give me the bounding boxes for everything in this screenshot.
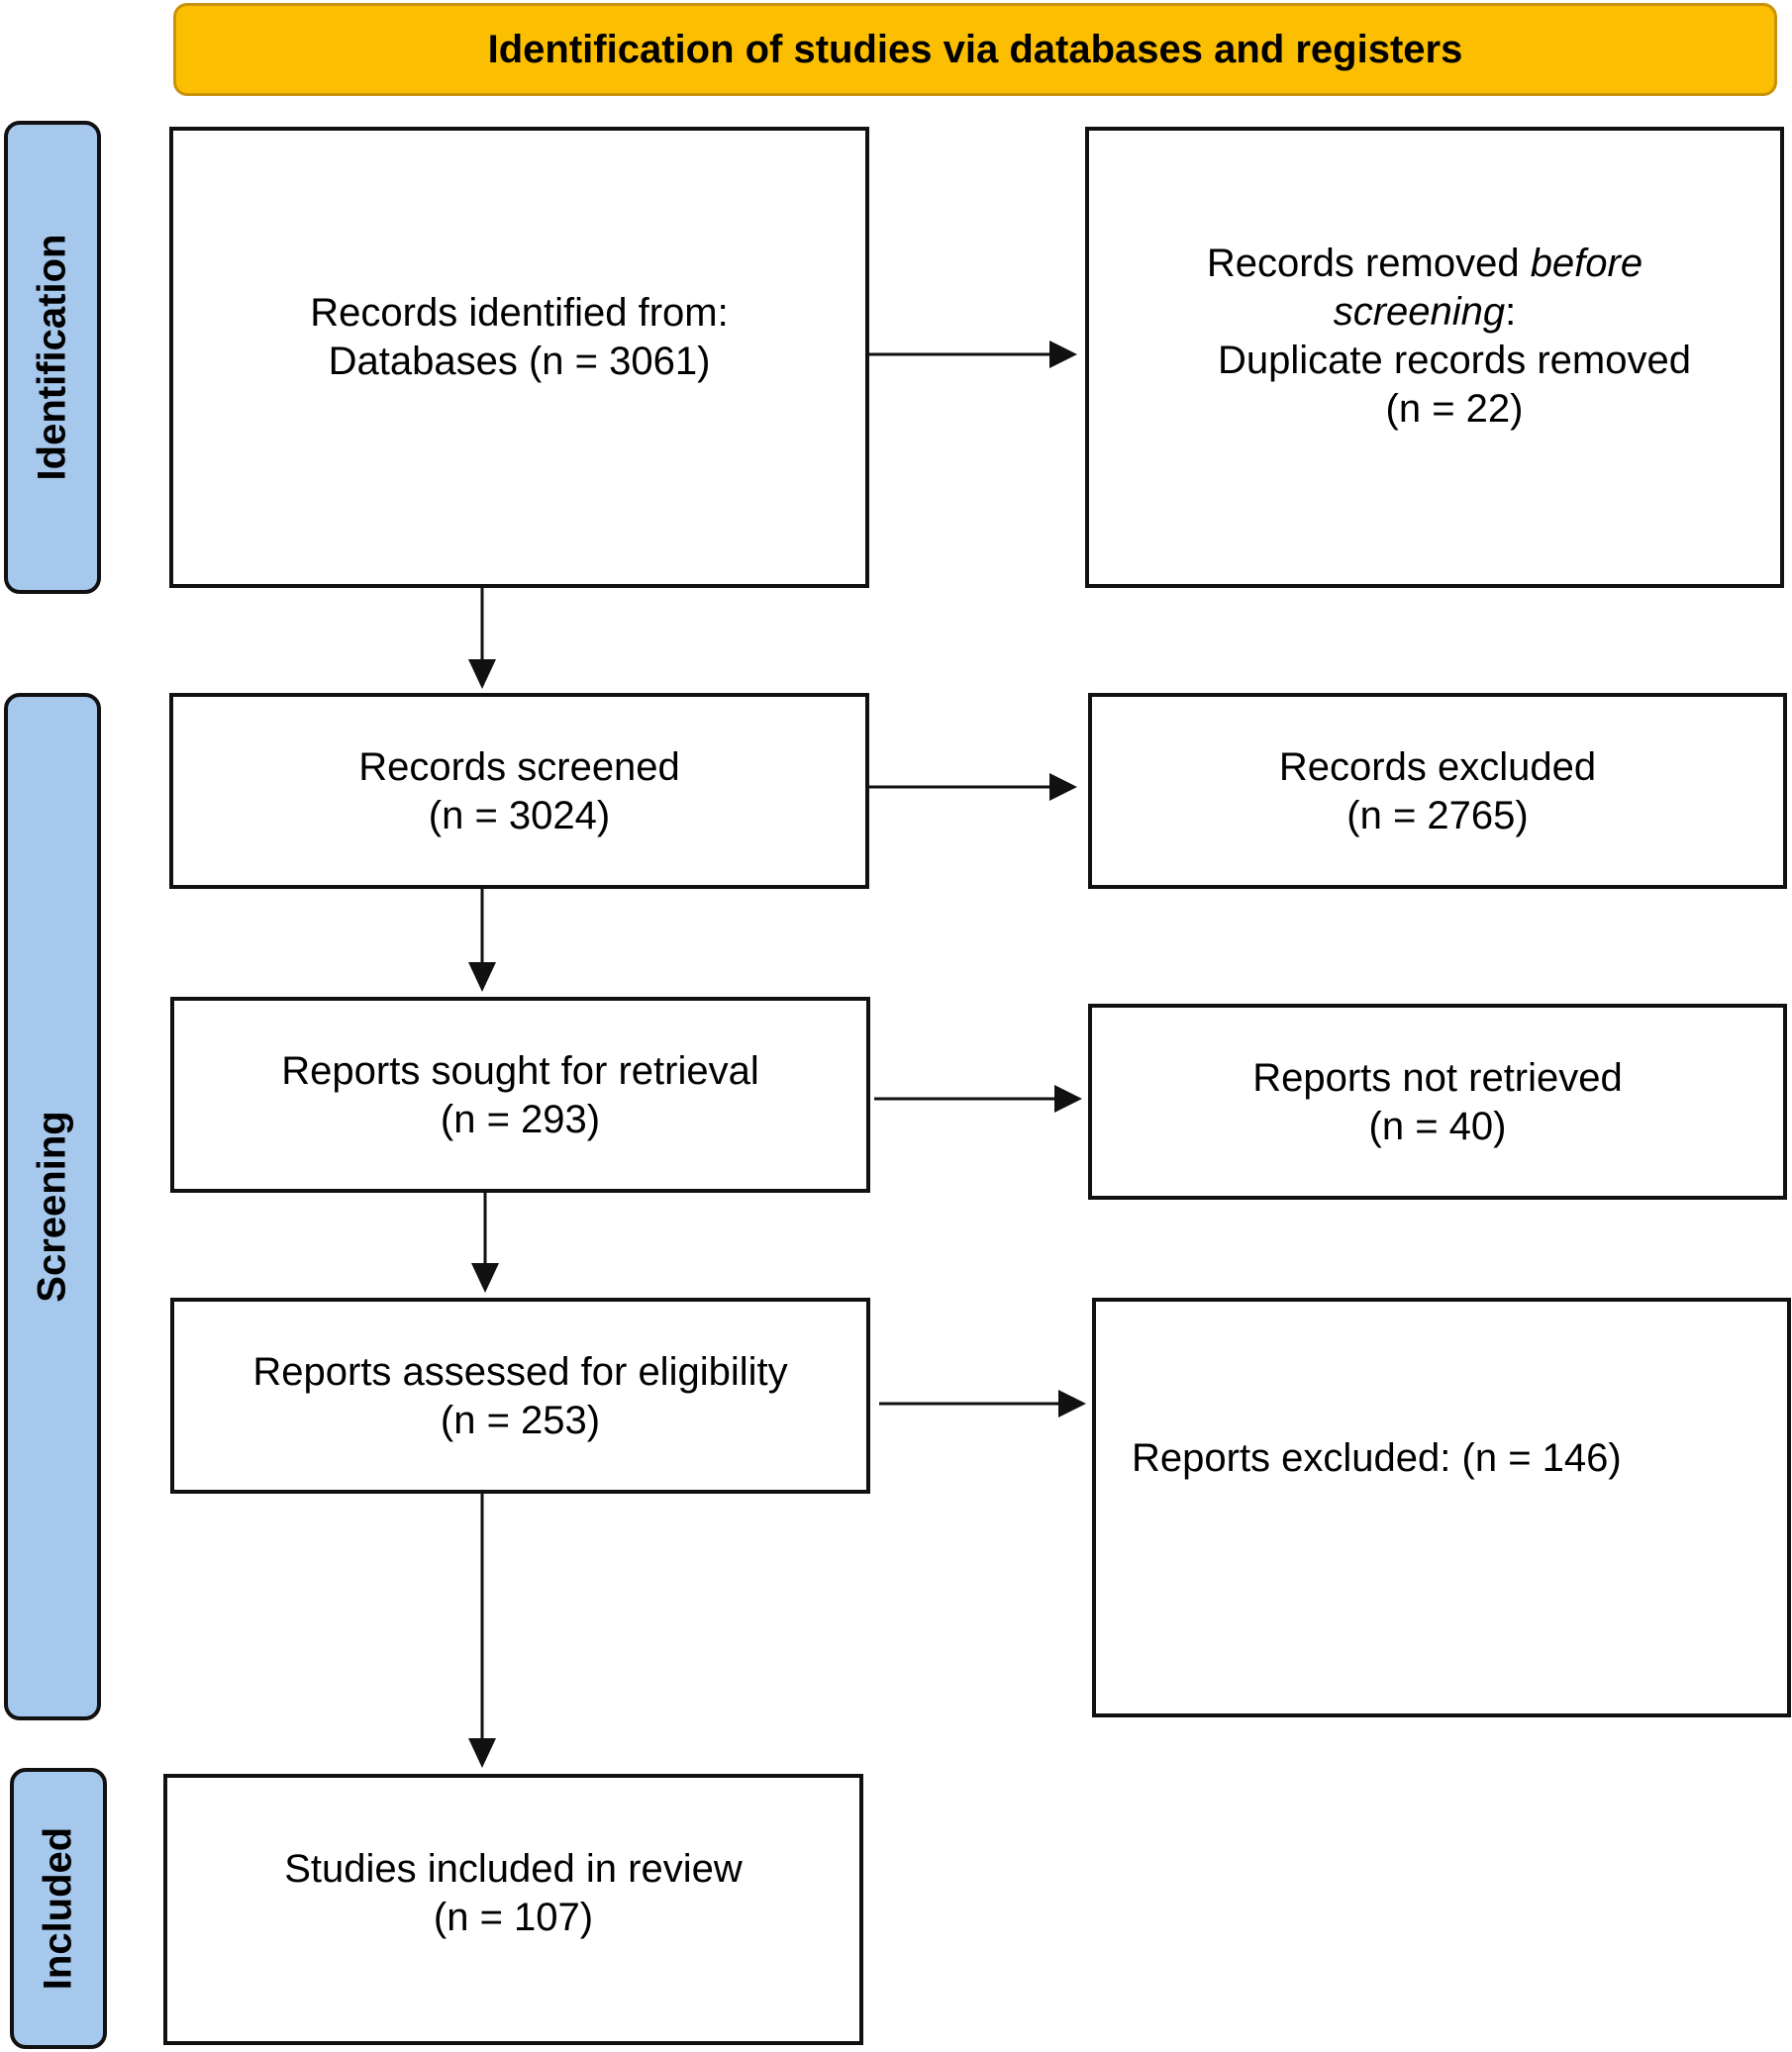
records-screened-box: Records screened (n = 3024)	[169, 693, 869, 889]
reports-not-retrieved-box: Reports not retrieved (n = 40)	[1088, 1004, 1787, 1200]
records-removed-line4: (n = 22)	[1385, 387, 1524, 431]
reports-assessed-line1: Reports assessed for eligibility	[252, 1350, 788, 1394]
phase-identification: Identification	[4, 121, 101, 594]
reports-assessed-box: Reports assessed for eligibility (n = 25…	[170, 1298, 870, 1494]
arrowhead-right	[1049, 341, 1077, 368]
records-removed-box: Records removed before screening: Duplic…	[1085, 127, 1784, 588]
records-removed-line2-italic: screening	[1333, 290, 1506, 334]
header-title: Identification of studies via databases …	[487, 27, 1463, 71]
arrowhead-right	[1058, 1390, 1086, 1417]
reports-sought-line1: Reports sought for retrieval	[281, 1049, 759, 1093]
records-removed-line1: Records removed	[1206, 242, 1531, 285]
reports-not-retrieved-line2: (n = 40)	[1368, 1105, 1507, 1148]
studies-included-line1: Studies included in review	[284, 1847, 743, 1891]
records-removed-line1-italic: before	[1530, 242, 1643, 285]
reports-sought-box: Reports sought for retrieval (n = 293)	[170, 997, 870, 1193]
studies-included-box: Studies included in review (n = 107)	[163, 1774, 863, 2045]
records-removed-line2-suffix: :	[1505, 290, 1517, 334]
arrowhead-right	[1049, 773, 1077, 801]
records-excluded-line1: Records excluded	[1278, 745, 1597, 789]
arrowhead-down	[468, 1738, 496, 1768]
records-excluded-box: Records excluded (n = 2765)	[1088, 693, 1787, 889]
reports-excluded-line1: Reports excluded: (n = 146)	[1132, 1436, 1622, 1480]
records-identified-line1: Records identified from:	[310, 291, 729, 335]
arrow-heads	[468, 341, 1086, 1768]
arrowhead-down	[468, 962, 496, 992]
reports-sought-line2: (n = 293)	[440, 1098, 601, 1141]
arrowhead-right	[1054, 1085, 1082, 1113]
arrowhead-down	[468, 659, 496, 689]
records-excluded-line2: (n = 2765)	[1346, 794, 1529, 837]
header-banner: Identification of studies via databases …	[173, 3, 1777, 96]
records-screened-line1: Records screened	[358, 745, 680, 789]
records-screened-line2: (n = 3024)	[428, 794, 611, 837]
reports-assessed-line2: (n = 253)	[440, 1399, 601, 1442]
phase-screening: Screening	[4, 693, 101, 1720]
arrowhead-down	[471, 1263, 499, 1293]
reports-excluded-box: Reports excluded: (n = 146)	[1092, 1298, 1791, 1717]
studies-included-line2: (n = 107)	[433, 1896, 594, 1939]
phase-included: Included	[10, 1768, 107, 2049]
records-identified-line2: Databases (n = 3061)	[328, 340, 711, 383]
records-removed-line3: Duplicate records removed	[1218, 339, 1691, 382]
records-identified-box: Records identified from: Databases (n = …	[169, 127, 869, 588]
reports-not-retrieved-line1: Reports not retrieved	[1252, 1056, 1623, 1100]
